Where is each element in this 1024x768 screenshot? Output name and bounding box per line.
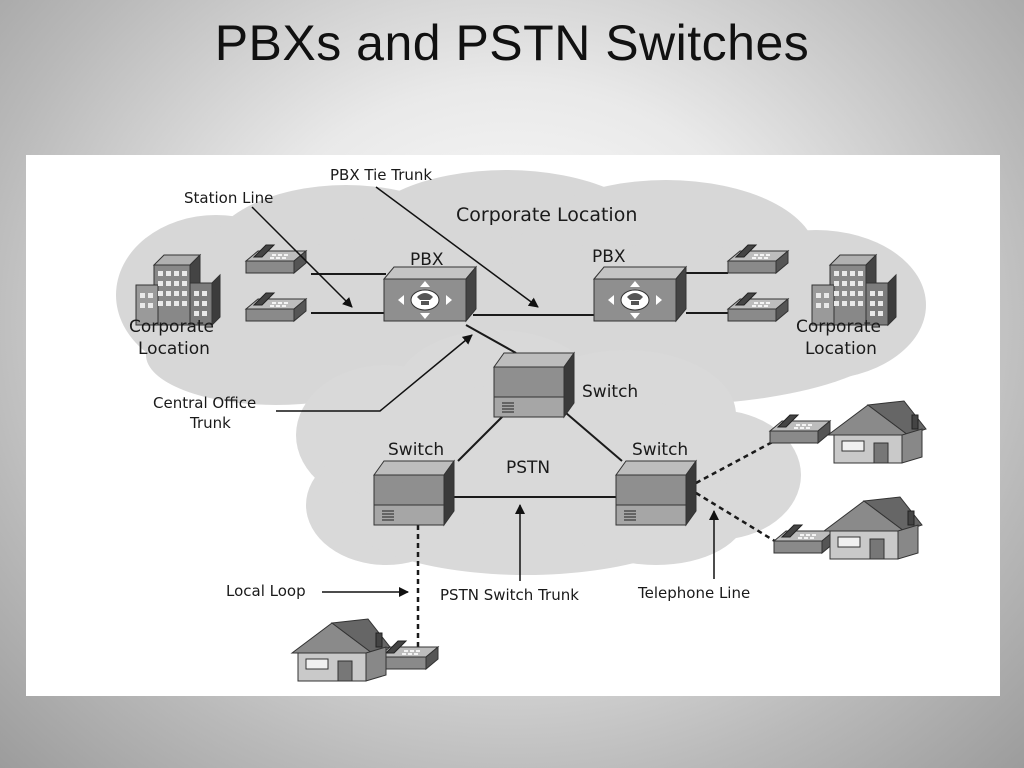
telephone-line-bottom: [695, 491, 779, 545]
label-corporate-location-cloud: Corporate Location: [456, 204, 637, 226]
label-pbx-left: PBX: [410, 250, 444, 270]
switch-icon: [373, 460, 455, 526]
label-pbx-right: PBX: [592, 247, 626, 267]
telephone-icon: [769, 414, 831, 444]
central-office-trunk-line: [465, 324, 517, 354]
network-diagram: Station Line PBX Tie Trunk Corporate Loc…: [116, 166, 927, 682]
dashed-links: [416, 437, 779, 647]
telephone-icon: [773, 524, 835, 554]
label-corporate-right-2: Location: [805, 339, 877, 359]
pbx-tie-trunk-arrow: [375, 186, 539, 308]
pbx-icon: [593, 266, 687, 322]
label-central-office-2: Trunk: [189, 414, 231, 432]
label-pbx-tie-trunk: PBX Tie Trunk: [330, 166, 432, 184]
house-icon: [827, 400, 927, 464]
label-central-office-1: Central Office: [153, 394, 256, 412]
switch-link-right: [565, 412, 623, 462]
telephone-line-top: [695, 437, 779, 485]
house-icon: [823, 496, 923, 560]
house-icon: [291, 618, 391, 682]
switch-link-left: [457, 412, 507, 462]
label-pstn-switch-trunk: PSTN Switch Trunk: [440, 586, 579, 604]
central-office-trunk-arrow: [276, 334, 473, 412]
label-corporate-left-2: Location: [138, 339, 210, 359]
label-pstn: PSTN: [506, 458, 550, 478]
label-switch-right: Switch: [632, 440, 688, 460]
diagram-panel: Station Line PBX Tie Trunk Corporate Loc…: [26, 155, 1000, 696]
label-corporate-right-1: Corporate: [796, 317, 881, 337]
label-station-line: Station Line: [184, 189, 273, 207]
slide-title: PBXs and PSTN Switches: [214, 15, 810, 71]
label-switch-left: Switch: [388, 440, 444, 460]
label-switch-top: Switch: [582, 382, 638, 402]
label-corporate-left-1: Corporate: [129, 317, 214, 337]
label-local-loop: Local Loop: [226, 582, 306, 600]
switch-icon: [615, 460, 697, 526]
pbx-icon: [383, 266, 477, 322]
switch-icon: [493, 352, 575, 418]
station-line-arrow: [251, 206, 353, 308]
links: [311, 272, 728, 498]
label-telephone-line: Telephone Line: [637, 584, 750, 602]
